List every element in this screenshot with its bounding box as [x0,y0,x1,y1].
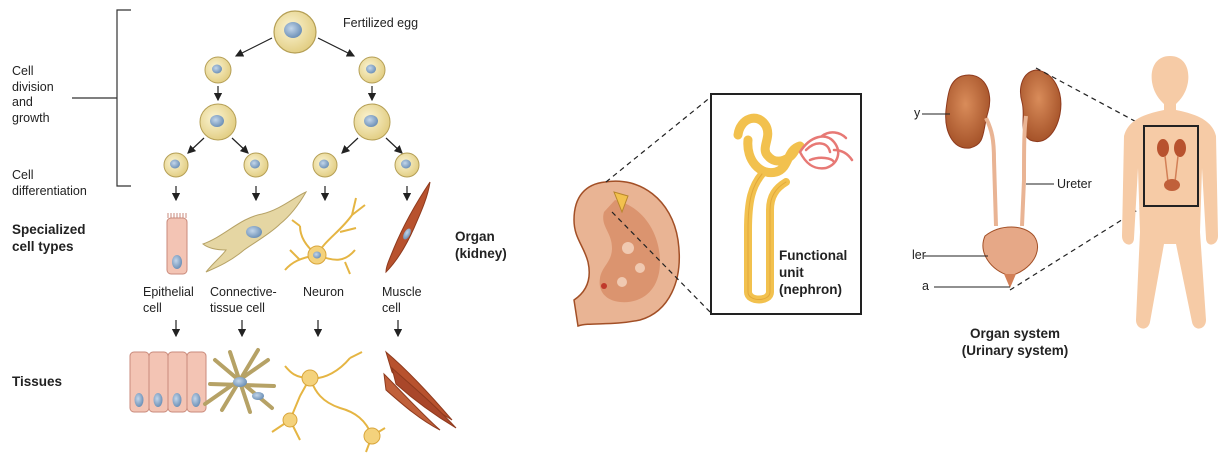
zoom-line [606,96,712,182]
connective-tissue-illustration [205,350,274,412]
neuron-label: Neuron [303,285,344,301]
tissues-label: Tissues [12,374,62,391]
division-bracket [72,10,131,186]
grown-cell [354,104,390,140]
connective-tissue-cell-label: Connective- tissue cell [210,285,277,316]
functional-unit-label: Functional unit (nephron) [779,248,847,299]
daughter-cell [359,57,385,83]
ureter-label: Ureter [1057,177,1092,193]
differentiating-cell [164,153,188,177]
differentiating-cell [395,153,419,177]
connective-tissue-cell-illustration [203,192,306,272]
urinary-system-illustration [946,70,1061,288]
cell-lineage-tree [164,11,419,200]
epithelial-cell-illustration [167,213,187,274]
specialized-cell-types-label: Specialized cell types [12,222,86,256]
fertilized-egg-cell [274,11,316,53]
kidney-partial-label: y [914,106,920,122]
cell-differentiation-label: Cell differentiation [12,168,87,199]
kidney-cross-section [574,181,679,326]
fertilized-egg-label: Fertilized egg [343,16,418,32]
grown-cell [200,104,236,140]
organ-kidney-label: Organ (kidney) [455,229,507,263]
epithelial-tissue-illustration [130,352,206,412]
muscle-cell-label: Muscle cell [382,285,422,316]
cell-division-label: Cell division and growth [12,64,54,127]
neuron-cell-illustration [285,198,365,274]
differentiating-cell [244,153,268,177]
differentiating-cell [313,153,337,177]
bladder-partial-label: ler [912,248,926,264]
organ-system-label: Organ system (Urinary system) [955,326,1075,360]
muscle-tissue-illustration [384,352,456,430]
daughter-cell [205,57,231,83]
nervous-tissue-illustration [272,352,385,452]
epithelial-cell-label: Epithelial cell [143,285,194,316]
muscle-cell-illustration [386,182,430,272]
human-body-illustration [1122,56,1218,329]
urethra-partial-label: a [922,279,929,295]
